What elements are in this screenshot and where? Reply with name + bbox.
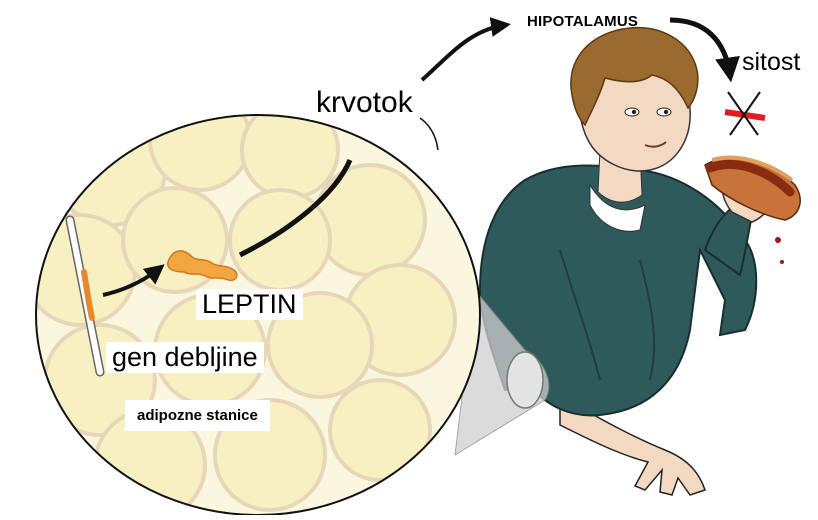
label-obesity-gene: gen debljine: [106, 342, 264, 373]
label-bloodstream: krvotok: [310, 86, 419, 120]
ketchup-drip: [780, 260, 784, 264]
pupil: [664, 110, 668, 114]
label-satiety: sitost: [742, 50, 800, 75]
blood-connector: [420, 118, 438, 150]
label-hypothalamus: HIPOTALAMUS: [527, 14, 638, 29]
fat-cell: [150, 90, 250, 190]
pupil: [632, 110, 636, 114]
label-fat-cells: adipozne stanice: [125, 400, 270, 431]
person-illustration: [480, 28, 800, 495]
magnifier-spot: [507, 352, 543, 408]
label-leptin: LEPTIN: [196, 289, 303, 320]
fat-cell: [315, 165, 425, 275]
fat-cell: [330, 380, 430, 480]
blood-to-hypothalamus-arrow: [422, 25, 505, 80]
ketchup-drip: [775, 237, 781, 243]
